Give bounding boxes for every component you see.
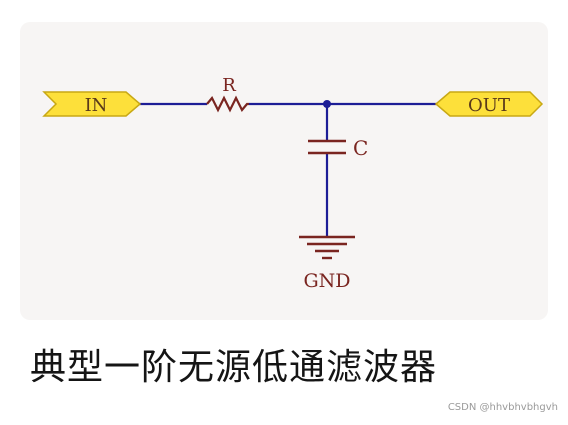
watermark: CSDN @hhvbhvbhgvh bbox=[447, 402, 558, 413]
schematic-panel bbox=[20, 22, 548, 320]
diagram-caption: 典型一阶无源低通滤波器 bbox=[30, 347, 438, 388]
wires bbox=[138, 102, 440, 237]
ground-icon bbox=[299, 235, 355, 260]
resistor-icon bbox=[206, 95, 249, 113]
capacitor-icon bbox=[308, 139, 346, 155]
input-port-flag-icon bbox=[42, 91, 142, 117]
output-port-label: OUT bbox=[468, 95, 510, 116]
capacitor-label: C bbox=[353, 136, 368, 160]
junction-dot-icon bbox=[323, 100, 331, 108]
output-port-flag-icon bbox=[434, 91, 544, 117]
resistor-label: R bbox=[222, 75, 236, 96]
ground-label: GND bbox=[303, 270, 350, 292]
input-port-label: IN bbox=[85, 95, 108, 116]
